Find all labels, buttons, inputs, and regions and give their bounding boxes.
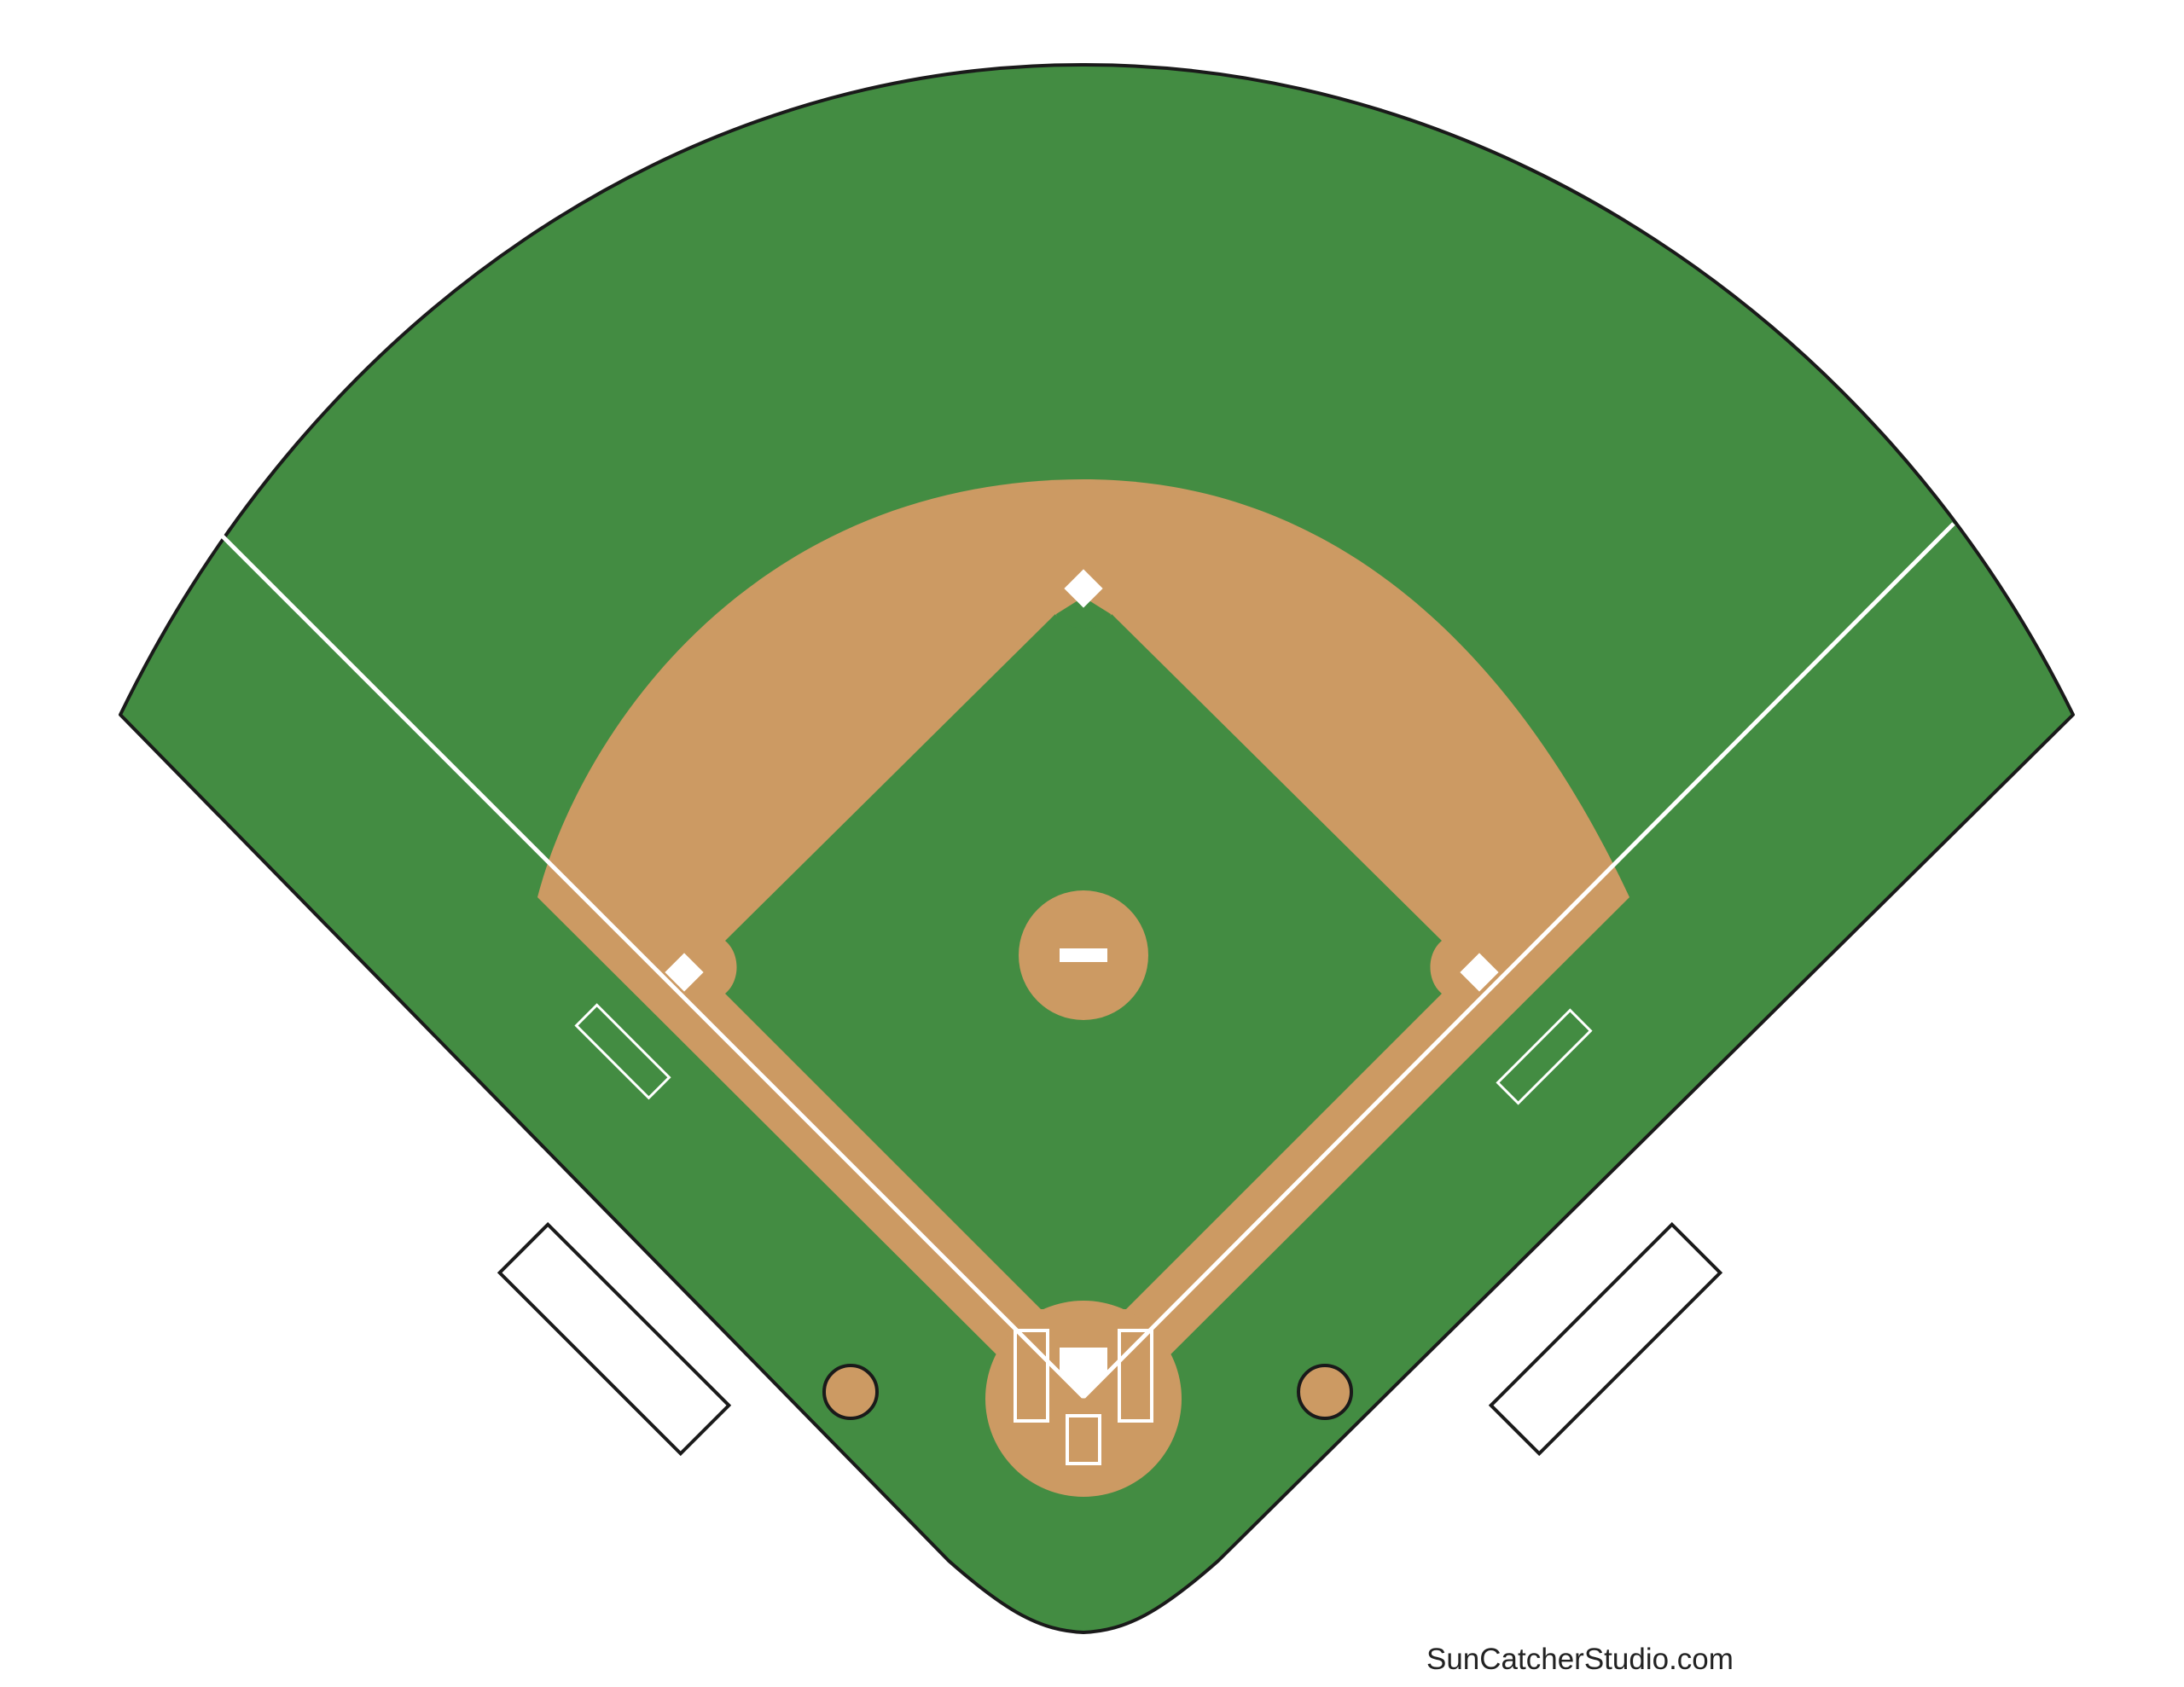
coaches-box-third: [574, 1003, 671, 1100]
on-deck-circle-first: [1297, 1364, 1353, 1420]
batters-box-left: [1014, 1329, 1049, 1423]
dugout-first: [1488, 1221, 1723, 1457]
catchers-box: [1066, 1414, 1101, 1465]
third-base-foul-line: [220, 534, 1085, 1399]
third-base: [665, 953, 704, 992]
site-credit: SunCatcherStudio.com: [1426, 1643, 1734, 1676]
pitchers-rubber: [1060, 948, 1107, 962]
coaches-box-first: [1496, 1008, 1593, 1105]
first-base: [1460, 953, 1499, 992]
batters-box-right: [1118, 1329, 1153, 1423]
on-deck-circle-third: [822, 1364, 879, 1420]
second-base: [1064, 569, 1103, 608]
dugout-third: [497, 1221, 732, 1457]
first-base-foul-line: [1082, 522, 1955, 1399]
home-plate: [1060, 1348, 1107, 1399]
